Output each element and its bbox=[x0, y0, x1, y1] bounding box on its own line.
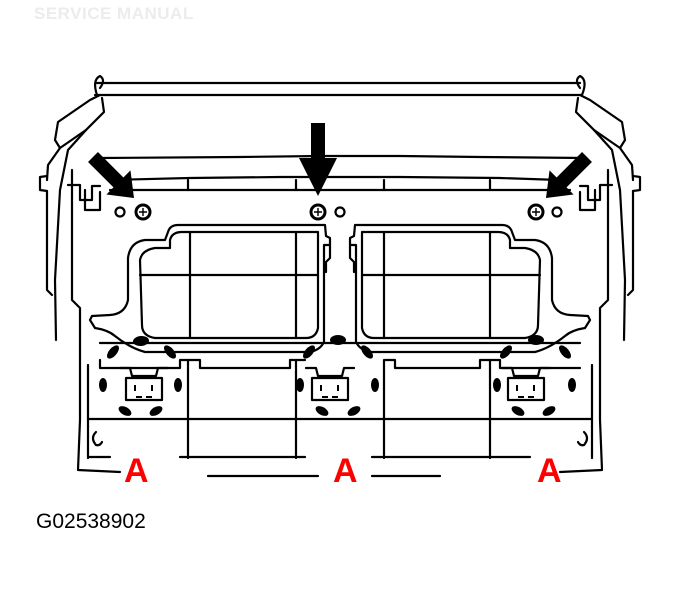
right-screw-icon bbox=[527, 203, 545, 221]
screw-holes bbox=[114, 206, 563, 218]
clip-marks-left bbox=[99, 335, 182, 416]
clip-marks-center bbox=[296, 335, 379, 416]
clip-marks bbox=[99, 335, 576, 416]
left-hinge-bracket bbox=[38, 93, 106, 342]
callout-a-center: A bbox=[333, 452, 358, 490]
callout-a-left: A bbox=[124, 452, 149, 490]
center-divider bbox=[324, 243, 356, 274]
lower-body bbox=[76, 348, 604, 478]
upper-rails bbox=[98, 154, 587, 192]
right-hinge-bracket bbox=[574, 93, 642, 342]
left-arrow-icon bbox=[88, 152, 134, 198]
panel-diagram bbox=[38, 74, 642, 478]
arrows bbox=[88, 123, 592, 198]
callout-a-right: A bbox=[537, 452, 562, 490]
top-rail bbox=[93, 74, 586, 97]
center-arrow-icon bbox=[299, 123, 337, 196]
left-screw-icon bbox=[134, 203, 152, 221]
figure-id-label: G02538902 bbox=[36, 510, 146, 533]
main-panel-outline bbox=[66, 168, 614, 352]
screws bbox=[134, 203, 545, 221]
clip-marks-right bbox=[493, 335, 576, 416]
clip-brackets bbox=[118, 366, 552, 402]
right-window-frame bbox=[348, 223, 592, 354]
left-window-frame bbox=[88, 223, 332, 354]
right-arrow-icon bbox=[546, 152, 592, 198]
watermark-text: SERVICE MANUAL bbox=[34, 4, 194, 23]
center-screw-icon bbox=[309, 203, 327, 221]
